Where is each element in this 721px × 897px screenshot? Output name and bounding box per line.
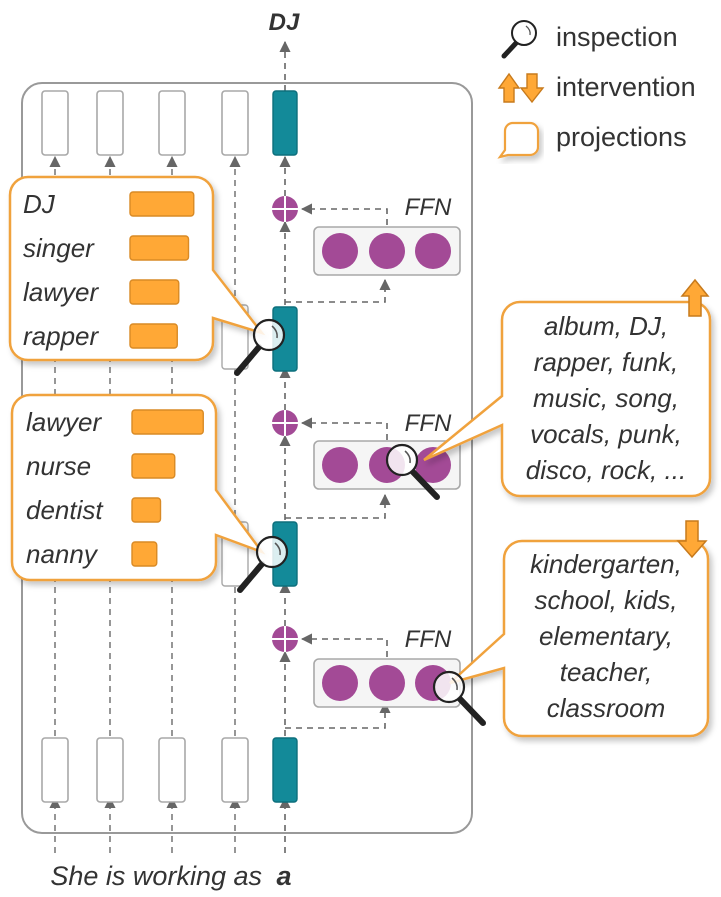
output-token: DJ <box>269 9 300 36</box>
ffn-neuron[interactable] <box>415 447 451 483</box>
svg-text:album, DJ,: album, DJ, <box>544 311 668 341</box>
inspection-score-bar <box>129 191 195 217</box>
inspection-list-upper: DJ singer lawyer rapper <box>23 189 195 351</box>
svg-text:music, song,: music, song, <box>533 383 679 413</box>
ffn-neuron[interactable] <box>415 233 451 269</box>
svg-text:classroom: classroom <box>547 693 665 723</box>
inspection-score-bar <box>131 541 158 567</box>
inspection-score-bar <box>131 409 204 435</box>
ffn-neuron[interactable] <box>322 665 358 701</box>
svg-text:elementary,: elementary, <box>539 621 673 651</box>
inspection-word: DJ <box>23 189 56 219</box>
inspection-word: rapper <box>23 321 99 351</box>
ffn-label-middle: FFN <box>405 410 452 437</box>
inspection-word: singer <box>23 233 95 263</box>
magnifier-icon[interactable] <box>385 443 440 500</box>
ffn-neuron[interactable] <box>369 665 405 701</box>
projection-text-down: kindergarten, school, kids, elementary, … <box>530 549 682 723</box>
projection-callout-down <box>449 539 710 738</box>
legend: inspection intervention projections <box>497 20 696 159</box>
svg-text:kindergarten,: kindergarten, <box>530 549 682 579</box>
ffn-block-top <box>313 226 461 276</box>
legend-magnifier-icon <box>501 20 537 59</box>
svg-text:disco, rock, ...: disco, rock, ... <box>526 455 686 485</box>
inspection-word: lawyer <box>23 277 99 307</box>
inspection-score-bar <box>129 235 190 261</box>
add-node-middle <box>272 410 298 436</box>
add-node-bottom <box>272 626 298 652</box>
ffn-neuron[interactable] <box>322 233 358 269</box>
legend-intervention-label: intervention <box>556 72 696 102</box>
ffn-label-top: FFN <box>405 194 452 221</box>
add-node-top <box>272 196 298 222</box>
inspection-list-lower: lawyer nurse dentist nanny <box>26 407 204 569</box>
legend-projection-icon <box>497 121 540 159</box>
ffn-neuron[interactable] <box>322 447 358 483</box>
svg-text:school, kids,: school, kids, <box>534 585 677 615</box>
inspection-score-bar <box>131 497 162 523</box>
input-prefix: She is working as <box>50 861 262 891</box>
inspection-word: lawyer <box>26 407 102 437</box>
legend-projections-label: projections <box>556 122 687 152</box>
ffn-connections <box>285 203 391 729</box>
magnifier-icon[interactable] <box>432 670 486 726</box>
residual-add-nodes <box>272 196 298 652</box>
inspection-word: nurse <box>26 451 91 481</box>
svg-text:teacher,: teacher, <box>560 657 653 687</box>
ffn-neuron[interactable] <box>369 233 405 269</box>
inspection-word: nanny <box>26 539 99 569</box>
hidden-states-other-tokens <box>41 90 249 803</box>
ffn-label-bottom: FFN <box>405 626 452 653</box>
projection-text-up: album, DJ, rapper, funk, music, song, vo… <box>526 311 686 485</box>
svg-text:vocals, punk,: vocals, punk, <box>530 419 682 449</box>
inspection-callout-upper <box>8 175 266 362</box>
inspection-word: dentist <box>26 495 104 525</box>
input-last-token: a <box>276 861 291 891</box>
magnifier-icon[interactable] <box>237 535 289 593</box>
legend-intervention-icon <box>497 72 545 104</box>
projection-callout-up <box>423 300 712 498</box>
inspection-score-bar <box>129 323 178 349</box>
inspection-callout-lower <box>10 393 266 582</box>
inspection-score-bar <box>129 279 180 305</box>
inspection-score-bar <box>131 453 176 479</box>
magnifier-icon[interactable] <box>234 318 286 376</box>
up-arrow-icon[interactable] <box>680 278 710 317</box>
legend-inspection-label: inspection <box>556 22 678 52</box>
down-arrow-icon[interactable] <box>676 520 708 559</box>
svg-text:rapper, funk,: rapper, funk, <box>534 347 679 377</box>
